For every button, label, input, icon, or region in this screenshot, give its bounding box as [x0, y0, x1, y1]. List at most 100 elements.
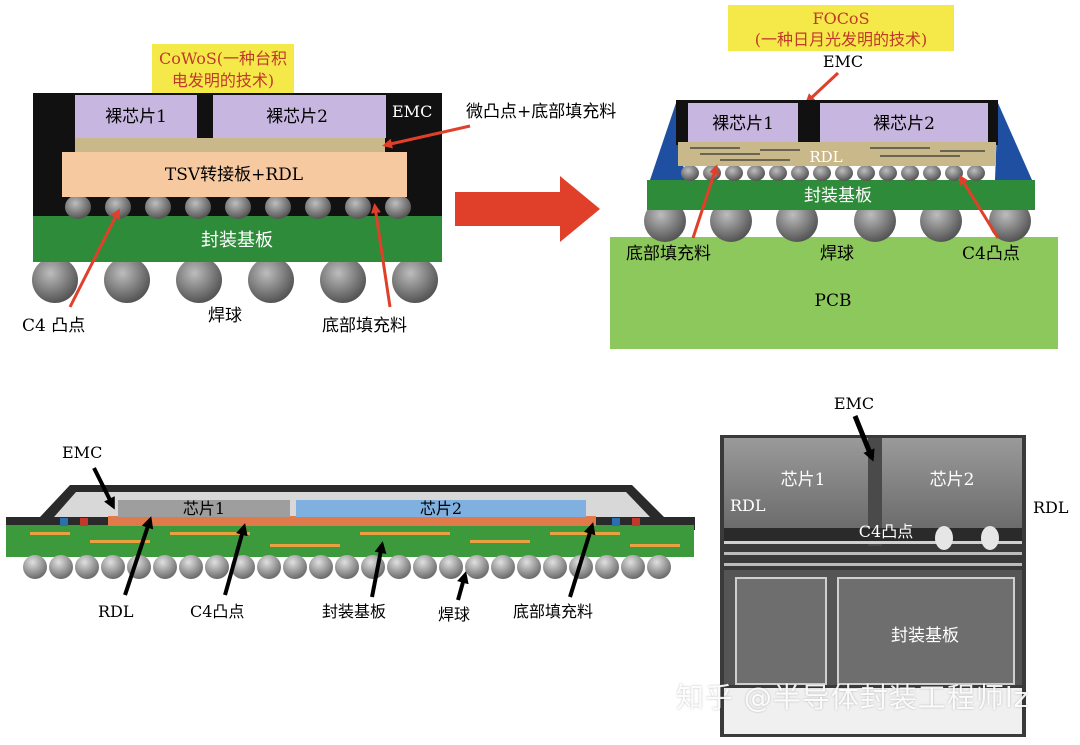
c4-bump	[305, 195, 331, 219]
solder-ball	[248, 257, 294, 303]
sem-rdl-line	[724, 541, 1022, 544]
c4-bump	[185, 195, 211, 219]
sem-rdl-right-label: RDL	[1033, 498, 1069, 517]
cowos-diagram: CoWoS(一种台积 电发明的技术) 封装基板	[22, 44, 616, 336]
cowos-die-2	[213, 95, 386, 138]
c4-bump	[835, 165, 853, 181]
solder-ball	[517, 555, 541, 579]
solder-ball	[543, 555, 567, 579]
cowos-micro-bump-arrow	[382, 124, 471, 149]
sem-info-bar	[724, 688, 1022, 734]
focos-c4-callout: C4凸点	[962, 244, 1020, 264]
c4-bump	[265, 195, 291, 219]
focos-pcb	[610, 237, 1058, 349]
c4-bump	[945, 165, 963, 181]
edge-pad	[612, 518, 620, 526]
focos-emc-arrow	[805, 71, 840, 104]
focos-substrate-label: 封装基板	[804, 186, 872, 206]
watermark: 知乎 @半导体封装工程师lz	[676, 681, 1030, 714]
sem-rdl-line	[724, 563, 1022, 566]
cowos-c4-arrow	[68, 208, 120, 308]
cross-section-solder-balls	[23, 555, 671, 579]
sem-emc-arrow	[852, 415, 875, 462]
solder-ball	[335, 555, 359, 579]
cross-section-emc-callout: EMC	[62, 443, 102, 462]
solder-ball	[309, 555, 333, 579]
cross-section-chip-1-label: 芯片1	[183, 499, 225, 518]
solder-ball	[75, 555, 99, 579]
sem-c4-bump	[981, 526, 999, 550]
focos-pcb-label: PCB	[815, 291, 852, 311]
c4-bump	[65, 195, 91, 219]
cowos-emc-label: EMC	[392, 102, 432, 121]
solder-ball	[283, 555, 307, 579]
cowos-die-2-label: 裸芯片2	[266, 107, 328, 127]
cowos-interposer	[62, 152, 407, 197]
solder-ball	[491, 555, 515, 579]
cross-section-underfill-arrow	[568, 522, 596, 598]
cowos-title-box	[152, 44, 294, 94]
focos-die-1	[688, 103, 798, 142]
cross-section-chip-1	[118, 500, 290, 517]
solder-ball	[644, 200, 686, 242]
cowos-interposer-label: TSV转接板+RDL	[165, 165, 303, 185]
focos-solder-callout: 焊球	[820, 244, 854, 264]
trace	[470, 540, 530, 543]
trace	[360, 532, 450, 535]
trace	[30, 532, 70, 535]
sem-substrate-label: 封装基板	[891, 626, 959, 646]
solder-ball	[710, 200, 752, 242]
sem-emc-gap	[868, 438, 882, 546]
c4-bump	[105, 195, 131, 219]
sem-emc-callout: EMC	[834, 394, 874, 413]
cross-section-chip-2	[296, 500, 586, 517]
solder-ball	[257, 555, 281, 579]
focos-die-1-label: 裸芯片1	[712, 114, 774, 134]
cowos-substrate	[33, 216, 442, 262]
focos-die-2-label: 裸芯片2	[873, 114, 935, 134]
solder-ball	[854, 200, 896, 242]
sem-micrograph: 芯片1 芯片2 RDL C4凸点 封装基板 EMC RDL	[720, 394, 1069, 737]
edge-pad	[80, 518, 88, 526]
c4-bump	[923, 165, 941, 181]
cross-section-solder-callout: 焊球	[438, 605, 470, 624]
solder-ball	[392, 257, 438, 303]
cowos-micro-bump-callout: 微凸点+底部填充料	[466, 102, 616, 122]
c4-bump	[747, 165, 765, 181]
c4-bump	[813, 165, 831, 181]
sem-rdl-left-label: RDL	[730, 496, 766, 515]
solder-ball	[101, 555, 125, 579]
solder-ball	[776, 200, 818, 242]
cross-section-substrate-callout: 封装基板	[322, 602, 386, 621]
solder-ball	[465, 555, 489, 579]
c4-bump	[967, 165, 985, 181]
cross-section-rdl-arrow	[123, 516, 154, 596]
cowos-underfill-callout: 底部填充料	[322, 316, 407, 336]
solder-ball	[205, 555, 229, 579]
cross-section-c4-callout: C4凸点	[190, 602, 244, 621]
cowos-solder-callout: 焊球	[208, 306, 242, 326]
solder-ball	[387, 555, 411, 579]
trace	[170, 532, 250, 535]
cross-section-chip-2-label: 芯片2	[420, 499, 462, 518]
focos-underfill-right	[995, 103, 1032, 180]
sem-substrate-core-left	[735, 577, 827, 685]
c4-bump	[857, 165, 875, 181]
c4-bump	[681, 165, 699, 181]
solder-ball	[595, 555, 619, 579]
c4-bump	[385, 195, 411, 219]
sem-c4-bump	[935, 526, 953, 550]
trace	[270, 544, 340, 547]
cowos-title-line1: CoWoS(一种台积	[159, 49, 287, 68]
c4-bump	[345, 195, 371, 219]
focos-die-2	[820, 103, 988, 142]
solder-ball	[231, 555, 255, 579]
c4-bump	[225, 195, 251, 219]
c4-bump	[901, 165, 919, 181]
cowos-die-1-label: 裸芯片1	[105, 107, 167, 127]
c4-bump	[725, 165, 743, 181]
focos-c4-arrow	[958, 174, 1000, 239]
solder-ball	[413, 555, 437, 579]
focos-underfill-arrow	[691, 164, 719, 239]
